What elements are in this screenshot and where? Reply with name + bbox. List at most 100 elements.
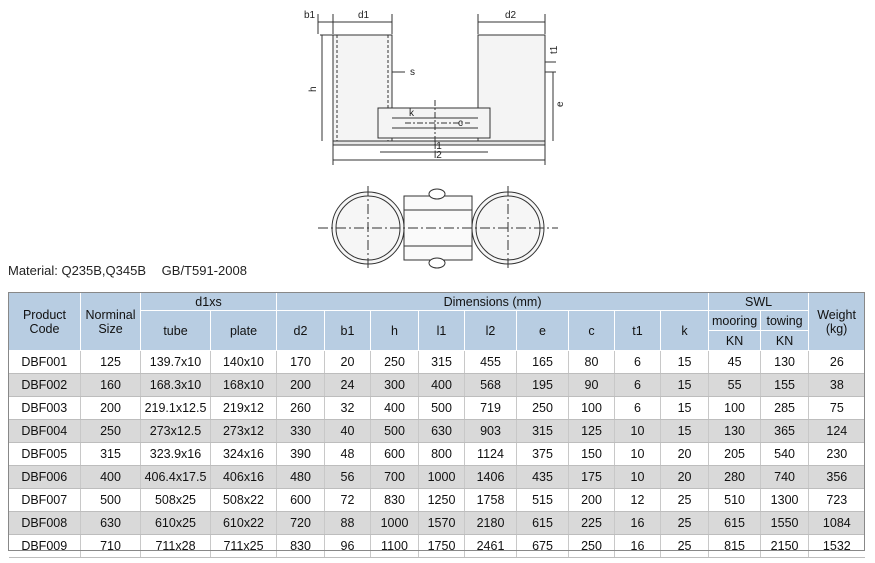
table-cell: 24	[324, 373, 371, 397]
label-b1: b1	[304, 10, 316, 21]
header-dimensions: Dimensions (mm)	[275, 292, 710, 311]
table-cell: 508x25	[140, 488, 211, 512]
header-l2: l2	[464, 310, 517, 351]
material-label: Material: Q235B,Q345B	[8, 263, 147, 278]
table-cell: 40	[324, 419, 371, 443]
header-l1: l1	[418, 310, 465, 351]
table-cell: 219.1x12.5	[140, 396, 211, 420]
header-h: h	[370, 310, 419, 351]
table-cell: 15	[659, 373, 709, 397]
table-cell: 285	[760, 396, 809, 420]
table-cell: 711x28	[140, 534, 211, 558]
table-cell: 25	[659, 488, 709, 512]
header-nominal-size: Norminal Size	[80, 292, 141, 351]
table-cell: 139.7x10	[140, 350, 211, 374]
table-cell: 25	[659, 511, 709, 535]
table-cell: 20	[659, 465, 709, 489]
header-tube: tube	[140, 310, 211, 351]
table-cell: 38	[808, 373, 865, 397]
table-cell: 500	[80, 488, 141, 512]
header-b1: b1	[324, 310, 371, 351]
table-cell: 1758	[464, 488, 517, 512]
table-cell: 675	[516, 534, 569, 558]
table-cell: 510	[708, 488, 761, 512]
table-cell: 323.9x16	[140, 442, 211, 466]
table-cell: DBF001	[8, 350, 81, 374]
label-e: e	[555, 101, 566, 107]
table-cell: 720	[276, 511, 325, 535]
table-cell: 480	[276, 465, 325, 489]
table-cell: 20	[659, 442, 709, 466]
table-cell: 16	[614, 534, 661, 558]
table-cell: 324x16	[210, 442, 277, 466]
table-cell: 540	[760, 442, 809, 466]
table-cell: 500	[418, 396, 465, 420]
table-cell: 15	[659, 419, 709, 443]
table-cell: 273x12.5	[140, 419, 211, 443]
table-cell: 508x22	[210, 488, 277, 512]
table-cell: 830	[370, 488, 419, 512]
table-cell: 365	[760, 419, 809, 443]
table-cell: 400	[370, 396, 419, 420]
table-cell: 15	[659, 350, 709, 374]
table-cell: 568	[464, 373, 517, 397]
table-cell: 155	[760, 373, 809, 397]
table-cell: 56	[324, 465, 371, 489]
table-cell: 1084	[808, 511, 865, 535]
header-weight: Weight (kg)	[808, 292, 866, 351]
table-cell: 130	[760, 350, 809, 374]
table-cell: 610x22	[210, 511, 277, 535]
header-e: e	[516, 310, 569, 351]
table-cell: 225	[568, 511, 615, 535]
header-d1xs: d1xs	[140, 292, 277, 311]
table-cell: 406.4x17.5	[140, 465, 211, 489]
table-cell: 195	[516, 373, 569, 397]
table-cell: 600	[276, 488, 325, 512]
table-cell: 219x12	[210, 396, 277, 420]
table-cell: 740	[760, 465, 809, 489]
table-cell: 150	[568, 442, 615, 466]
table-cell: 356	[808, 465, 865, 489]
table-cell: 711x25	[210, 534, 277, 558]
table-cell: 406x16	[210, 465, 277, 489]
table-cell: DBF004	[8, 419, 81, 443]
table-cell: 230	[808, 442, 865, 466]
table-cell: 10	[614, 419, 661, 443]
table-cell: 12	[614, 488, 661, 512]
table-cell: 830	[276, 534, 325, 558]
table-cell: 26	[808, 350, 865, 374]
table-cell: 45	[708, 350, 761, 374]
table-cell: DBF003	[8, 396, 81, 420]
table-cell: 1406	[464, 465, 517, 489]
table-cell: 168x10	[210, 373, 277, 397]
table-cell: DBF009	[8, 534, 81, 558]
table-cell: 615	[516, 511, 569, 535]
table-cell: 160	[80, 373, 141, 397]
header-towing: towing	[760, 310, 810, 331]
table-cell: 88	[324, 511, 371, 535]
table-cell: 610x25	[140, 511, 211, 535]
header-t1: t1	[614, 310, 661, 351]
material-note: Material: Q235B,Q345B GB/T591-2008	[8, 263, 247, 278]
table-cell: 903	[464, 419, 517, 443]
table-cell: 273x12	[210, 419, 277, 443]
label-t1: t1	[549, 45, 560, 54]
table-cell: 615	[708, 511, 761, 535]
table-cell: 500	[370, 419, 419, 443]
table-cell: 250	[516, 396, 569, 420]
table-cell: 2150	[760, 534, 809, 558]
table-cell: 6	[614, 373, 661, 397]
label-l1: l1	[434, 141, 442, 152]
table-cell: 710	[80, 534, 141, 558]
technical-drawing: b1 d1 d2 t1 h s e k c l1 l2	[304, 10, 566, 270]
table-cell: 165	[516, 350, 569, 374]
standard-label: GB/T591-2008	[161, 263, 247, 278]
label-l2: l2	[434, 150, 442, 161]
table-cell: 260	[276, 396, 325, 420]
